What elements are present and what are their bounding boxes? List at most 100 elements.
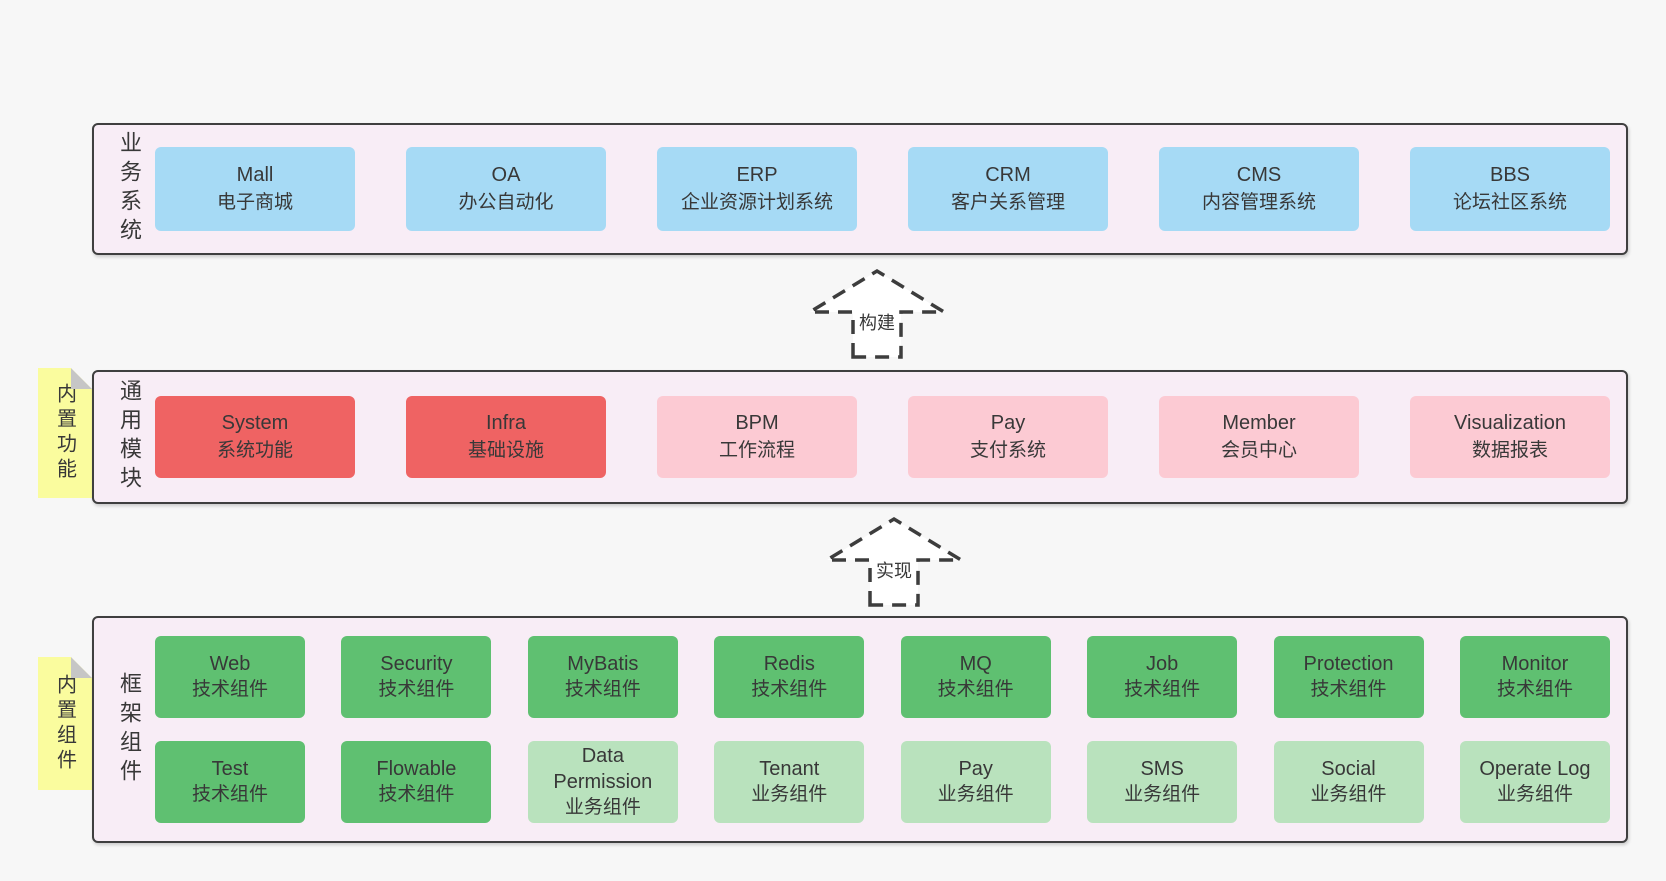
box-tenant: Tenant 业务组件: [714, 741, 865, 823]
box-desc: 内容管理系统: [1201, 192, 1316, 213]
box-desc: 会员中心: [1220, 440, 1297, 461]
box-desc: 业务组件: [1496, 784, 1573, 805]
box-web: Web 技术组件: [155, 636, 305, 718]
band-label-framework-components: 框架组件: [117, 671, 142, 788]
box-desc: 技术组件: [1124, 679, 1201, 700]
box-desc: 技术组件: [751, 679, 828, 700]
sticky-note-text: 内置组件: [53, 673, 76, 774]
box-bpm: BPM 工作流程: [657, 396, 857, 478]
box-redis: Redis 技术组件: [714, 636, 865, 718]
box-name: Protection: [1303, 653, 1394, 675]
arrow-up-build: 构建: [807, 268, 947, 360]
box-desc: 业务组件: [751, 784, 828, 805]
box-name: Infra: [485, 412, 527, 434]
box-name: System: [221, 412, 289, 434]
band-content: Mall 电子商城 OA 办公自动化 ERP 企业资源计划系统 CRM 客户关系…: [150, 125, 1610, 253]
box-name: Tenant: [759, 758, 820, 780]
box-oa: OA 办公自动化: [406, 147, 606, 231]
band-label-common-modules: 通用模块: [117, 379, 142, 495]
box-desc: 业务组件: [564, 797, 641, 818]
box-mall: Mall 电子商城: [155, 147, 355, 231]
box-name: OA: [491, 164, 521, 186]
box-data-permission: Data Permission 业务组件: [527, 741, 678, 823]
box-mq: MQ 技术组件: [900, 636, 1051, 718]
box-name: Monitor: [1501, 653, 1569, 675]
box-member: Member 会员中心: [1159, 396, 1359, 478]
box-name: Operate Log: [1479, 758, 1591, 780]
box-desc: 技术组件: [378, 784, 455, 805]
box-operate-log: Operate Log 业务组件: [1459, 741, 1610, 823]
box-name: MQ: [959, 653, 992, 675]
box-desc: 技术组件: [191, 679, 268, 700]
arrow-label: 实现: [873, 561, 915, 581]
arrow-label: 构建: [856, 313, 898, 333]
band-row: Mall 电子商城 OA 办公自动化 ERP 企业资源计划系统 CRM 客户关系…: [155, 147, 1610, 231]
box-name: MyBatis: [567, 653, 639, 675]
band-framework-components: 框架组件 Web 技术组件 Security 技术组件 MyBatis 技术组件…: [92, 616, 1628, 843]
box-visualization: Visualization 数据报表: [1410, 396, 1610, 478]
box-name: BPM: [735, 412, 779, 434]
box-security: Security 技术组件: [341, 636, 492, 718]
box-name: Security: [380, 653, 453, 675]
box-name: Flowable: [376, 758, 457, 780]
band-common-modules: 通用模块 System 系统功能 Infra 基础设施 BPM 工作流程 Pay…: [92, 370, 1628, 504]
box-desc: 数据报表: [1471, 440, 1548, 461]
box-infra: Infra 基础设施: [406, 396, 606, 478]
box-name: Test: [211, 758, 249, 780]
box-name: BBS: [1489, 164, 1531, 186]
box-erp: ERP 企业资源计划系统: [657, 147, 857, 231]
box-system: System 系统功能: [155, 396, 355, 478]
band-content: Web 技术组件 Security 技术组件 MyBatis 技术组件 Redi…: [150, 618, 1610, 841]
box-desc: 技术组件: [378, 679, 455, 700]
box-desc: 办公自动化: [458, 192, 554, 213]
band-row: System 系统功能 Infra 基础设施 BPM 工作流程 Pay 支付系统…: [155, 396, 1610, 478]
box-name: Redis: [763, 653, 815, 675]
box-social: Social 业务组件: [1273, 741, 1424, 823]
box-name: Social: [1321, 758, 1376, 780]
band-business-systems: 业务系统 Mall 电子商城 OA 办公自动化 ERP 企业资源计划系统 CRM…: [92, 123, 1628, 255]
box-desc: 客户关系管理: [950, 192, 1065, 213]
box-desc: 工作流程: [718, 440, 795, 461]
box-desc: 技术组件: [1496, 679, 1573, 700]
box-name: Data Permission: [553, 745, 653, 793]
box-desc: 技术组件: [937, 679, 1014, 700]
box-sms: SMS 业务组件: [1087, 741, 1238, 823]
box-desc: 论坛社区系统: [1452, 192, 1567, 213]
box-cms: CMS 内容管理系统: [1159, 147, 1359, 231]
box-job: Job 技术组件: [1087, 636, 1238, 718]
box-desc: 技术组件: [564, 679, 641, 700]
sticky-note-text: 内置功能: [53, 383, 76, 483]
box-desc: 支付系统: [969, 440, 1046, 461]
box-desc: 企业资源计划系统: [680, 192, 833, 213]
box-desc: 业务组件: [1310, 784, 1387, 805]
folded-corner-icon: [71, 368, 92, 389]
band-row: Web 技术组件 Security 技术组件 MyBatis 技术组件 Redi…: [155, 636, 1610, 718]
box-flowable: Flowable 技术组件: [341, 741, 492, 823]
box-crm: CRM 客户关系管理: [908, 147, 1108, 231]
box-pay-component: Pay 业务组件: [900, 741, 1051, 823]
box-protection: Protection 技术组件: [1273, 636, 1424, 718]
box-name: Mall: [236, 164, 274, 186]
box-monitor: Monitor 技术组件: [1459, 636, 1610, 718]
box-mybatis: MyBatis 技术组件: [527, 636, 678, 718]
arrow-up-implement: 实现: [824, 516, 964, 608]
band-row: Test 技术组件 Flowable 技术组件 Data Permission …: [155, 741, 1610, 823]
box-name: SMS: [1140, 758, 1184, 780]
sticky-note-built-in-components: 内置组件: [38, 657, 92, 790]
box-desc: 电子商城: [216, 192, 293, 213]
band-label-business-systems: 业务系统: [117, 131, 142, 247]
box-name: Pay: [958, 758, 993, 780]
box-name: Member: [1222, 412, 1296, 434]
box-desc: 基础设施: [467, 440, 544, 461]
band-content: System 系统功能 Infra 基础设施 BPM 工作流程 Pay 支付系统…: [150, 372, 1610, 502]
box-desc: 业务组件: [1124, 784, 1201, 805]
box-desc: 技术组件: [1310, 679, 1387, 700]
sticky-note-built-in-features: 内置功能: [38, 368, 92, 498]
box-desc: 系统功能: [216, 440, 293, 461]
box-bbs: BBS 论坛社区系统: [1410, 147, 1610, 231]
box-test: Test 技术组件: [155, 741, 305, 823]
box-name: Pay: [990, 412, 1026, 434]
box-name: ERP: [736, 164, 778, 186]
folded-corner-icon: [71, 657, 92, 678]
